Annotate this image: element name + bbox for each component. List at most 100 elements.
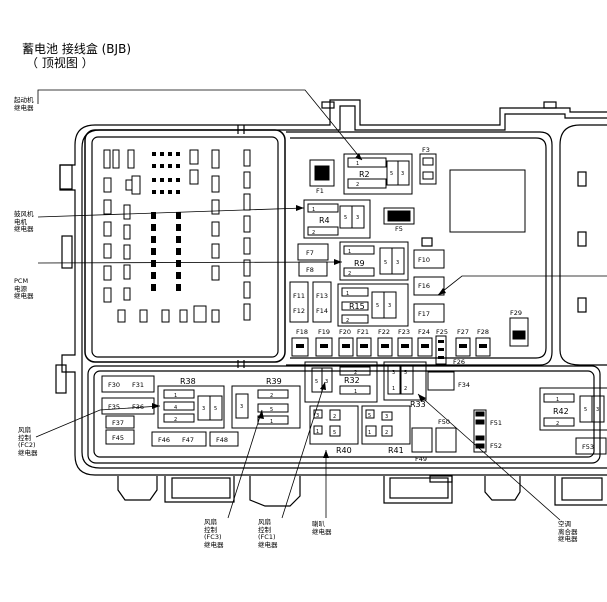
fuse-label-f20: F20	[339, 328, 351, 336]
fuse-label-f47: F47	[182, 436, 194, 444]
svg-text:3: 3	[396, 260, 399, 266]
relay-label-r41: R41	[388, 446, 404, 455]
svg-text:5: 5	[368, 413, 371, 419]
svg-text:2: 2	[312, 230, 315, 236]
svg-text:1: 1	[354, 389, 357, 395]
fuse-label-f24: F24	[418, 328, 430, 336]
fuse-blades	[296, 340, 487, 359]
svg-text:3: 3	[316, 413, 319, 419]
fuse-label-f12: F12	[293, 307, 305, 315]
svg-text:2: 2	[346, 318, 349, 324]
svg-text:3: 3	[392, 370, 395, 376]
svg-text:5: 5	[584, 407, 587, 413]
relay-labels: R2 R4 R9 R15 R32 R33 R38 R39 R40 R41 R42	[180, 170, 569, 455]
svg-text:5: 5	[404, 370, 407, 376]
fuse-label-f8: F8	[306, 266, 314, 274]
fuse-label-f35: F35	[108, 403, 120, 411]
svg-text:3: 3	[401, 171, 404, 177]
callout-blower-relay: 鼓风机电机继电器	[14, 210, 34, 233]
svg-text:5: 5	[270, 407, 273, 413]
svg-text:2: 2	[556, 421, 559, 427]
fuse-label-f45: F45	[112, 434, 124, 442]
fuse-label-f52: F52	[490, 442, 502, 450]
relay-and-fuse-outlines	[101, 153, 607, 455]
fuse-label-f31: F31	[132, 381, 144, 389]
fuse-label-f16: F16	[418, 282, 430, 290]
fuse-label-f17: F17	[418, 310, 430, 318]
fuse-label-f51: F51	[490, 419, 502, 427]
svg-text:2: 2	[348, 271, 351, 277]
fuse-label-f36: F36	[132, 403, 144, 411]
fuse-label-f34: F34	[458, 381, 470, 389]
svg-text:1: 1	[356, 161, 359, 167]
fuse-label-f14: F14	[316, 307, 328, 315]
title-line-2: （ 顶视图 ）	[26, 56, 94, 70]
fuse-label-f46: F46	[158, 436, 170, 444]
relay-label-r4: R4	[319, 216, 330, 225]
connector-pins	[151, 152, 181, 291]
fuse-label-f26: F26	[453, 358, 465, 366]
fuse-label-f48: F48	[216, 436, 228, 444]
diagram-title: 蓄电池 接线盒 (BJB) （ 顶视图 ）	[22, 42, 131, 70]
svg-text:5: 5	[315, 379, 318, 385]
svg-text:2: 2	[356, 182, 359, 188]
callout-ac-clutch-relay: 空调离合器继电器	[558, 520, 578, 543]
fuse-label-f11: F11	[293, 292, 305, 300]
fuse-label-f25: F25	[436, 328, 448, 336]
relay-label-r39: R39	[266, 377, 282, 386]
svg-text:2: 2	[333, 414, 336, 420]
fuse-label-f50: F50	[438, 418, 450, 426]
svg-text:3: 3	[388, 303, 391, 309]
pin-numbers: 1 2 5 3 1 2 5 3 1 2 5 3 1 2 5 3 5 3 2 1 3 1 5 2 3 2 1…	[174, 161, 599, 436]
svg-text:5: 5	[214, 406, 217, 412]
title-line-1: 蓄电池 接线盒 (BJB)	[22, 42, 131, 56]
fuse-label-f49: F49	[415, 455, 427, 463]
fuse-label-f27: F27	[457, 328, 469, 336]
svg-text:3: 3	[385, 414, 388, 420]
svg-text:1: 1	[312, 207, 315, 213]
svg-text:2: 2	[354, 370, 357, 376]
fuse-label-f37: F37	[112, 419, 124, 427]
fuse-label-f7: F7	[306, 249, 314, 257]
fuse-label-f22: F22	[378, 328, 390, 336]
svg-text:2: 2	[270, 393, 273, 399]
callout-starter-relay: 起动机继电器	[14, 96, 34, 112]
fuse-label-f3: F3	[422, 146, 430, 154]
fuse-labels: F1 F3 F5 F7 F8 F10 F11 F12 F13 F14 F16 F…	[108, 146, 594, 463]
relay-label-r2: R2	[359, 170, 370, 179]
svg-text:3: 3	[356, 215, 359, 221]
svg-text:2: 2	[174, 417, 177, 423]
fuse-label-f10: F10	[418, 256, 430, 264]
relay-label-r15: R15	[349, 302, 365, 311]
svg-text:1: 1	[392, 386, 395, 392]
relay-label-r9: R9	[354, 259, 365, 268]
box-outline	[55, 99, 607, 507]
callout-fc1-relay: 风扇控制(FC1)继电器	[258, 518, 278, 549]
svg-text:5: 5	[376, 303, 379, 309]
svg-text:1: 1	[556, 397, 559, 403]
leader-lines	[35, 89, 607, 521]
connector-cavities	[103, 149, 251, 323]
relay-label-r42: R42	[553, 407, 569, 416]
svg-text:5: 5	[333, 430, 336, 436]
fuse-label-f23: F23	[398, 328, 410, 336]
svg-text:5: 5	[344, 215, 347, 221]
svg-text:1: 1	[174, 393, 177, 399]
svg-text:2: 2	[385, 430, 388, 436]
fuse-label-f29: F29	[510, 309, 522, 317]
arrow-heads	[152, 153, 446, 458]
relay-label-r40: R40	[336, 446, 352, 455]
relay-label-r38: R38	[180, 377, 196, 386]
svg-text:3: 3	[202, 406, 205, 412]
callout-horn-relay: 喇叭继电器	[312, 520, 332, 536]
svg-text:1: 1	[348, 249, 351, 255]
callout-fc3-relay: 风扇控制(FC3)继电器	[204, 518, 224, 549]
fuse-label-f28: F28	[477, 328, 489, 336]
svg-text:5: 5	[390, 171, 393, 177]
svg-text:1: 1	[270, 419, 273, 425]
svg-text:3: 3	[325, 379, 328, 385]
fuse-label-f18: F18	[296, 328, 308, 336]
svg-text:1: 1	[316, 429, 319, 435]
